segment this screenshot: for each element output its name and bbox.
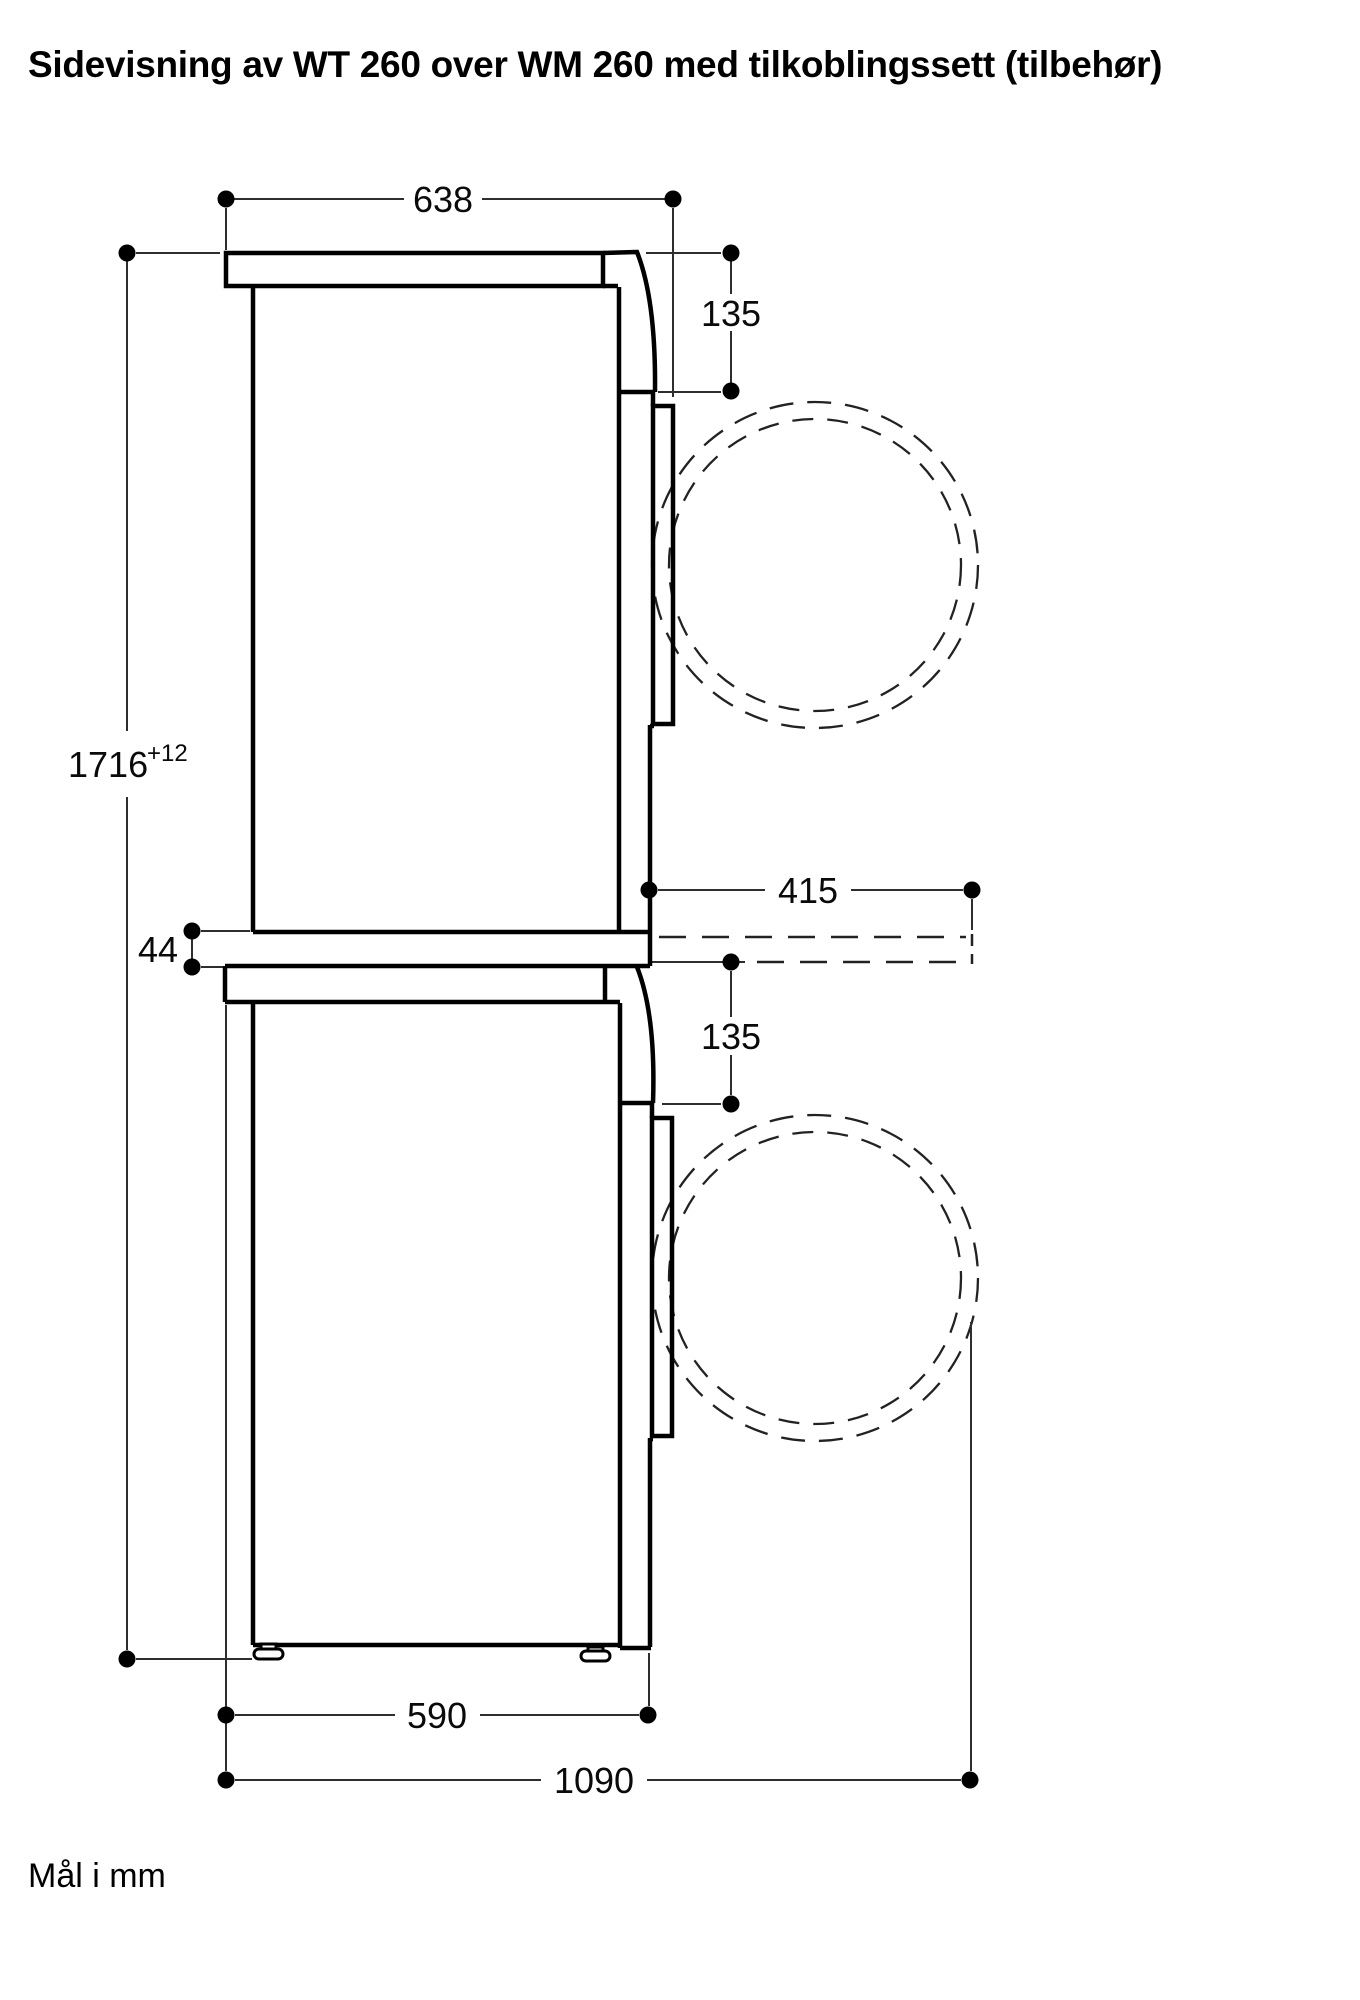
- dim-dot: [183, 922, 201, 940]
- dim-dot: [963, 881, 981, 899]
- dim-dot: [118, 1650, 136, 1668]
- swing-outer-circle: [650, 1113, 980, 1443]
- dim-dot: [722, 382, 740, 400]
- dim-label-135-top: 135: [701, 293, 761, 334]
- dim-dot: [183, 958, 201, 976]
- dim-dot: [722, 953, 740, 971]
- connection-kit-shelf: [650, 934, 974, 964]
- dryer-door: [650, 403, 676, 727]
- dryer-outline: [223, 249, 676, 935]
- dimension-638: 638: [217, 179, 682, 397]
- dim-label-1716: 1716: [68, 744, 148, 785]
- dim-dot: [961, 1771, 979, 1789]
- dim-dot: [217, 1771, 235, 1789]
- foot-base: [252, 1647, 285, 1661]
- swing-inner-circle: [667, 1130, 963, 1426]
- dryer-top-panel: [223, 250, 606, 289]
- dim-dot: [639, 1706, 657, 1724]
- dim-label-135-bottom: 135: [701, 1016, 761, 1057]
- dimension-415: 415: [640, 870, 981, 930]
- washer-foot-left: [252, 1642, 285, 1661]
- dim-dot: [217, 1706, 235, 1724]
- swing-inner-circle: [667, 417, 963, 713]
- washer-lower-fascia: [647, 1436, 653, 1647]
- dim-dot: [722, 244, 740, 262]
- dim-label-1716-tolerance: +12: [147, 740, 188, 767]
- dimension-135-dryer: 135: [646, 244, 761, 400]
- dimension-44: 44: [138, 922, 250, 976]
- units-note: Mål i mm: [28, 1857, 166, 1895]
- dim-extension-lines: [646, 252, 721, 393]
- dim-extension-lines: [201, 930, 250, 968]
- dim-dot: [217, 190, 235, 208]
- dim-dot: [640, 881, 658, 899]
- page-title: Sidevisning av WT 260 over WM 260 med ti…: [28, 44, 1163, 85]
- dim-label-1090: 1090: [554, 1760, 634, 1801]
- foot-base: [579, 1649, 612, 1663]
- dimension-1090: 1090: [217, 1322, 979, 1801]
- dim-label-590: 590: [407, 1695, 467, 1736]
- dryer-front-curve: [602, 249, 658, 393]
- dimension-590: 590: [217, 1005, 657, 1771]
- dryer-lower-fascia: [647, 723, 654, 932]
- dim-label-638: 638: [413, 179, 473, 220]
- dim-label-415: 415: [778, 870, 838, 911]
- dim-dot: [664, 190, 682, 208]
- door-swing-circle-washer: [650, 1113, 980, 1443]
- door-swing-circle-dryer: [650, 400, 980, 730]
- dim-extension-lines: [136, 252, 252, 1660]
- washer-outline: [222, 966, 675, 1663]
- swing-outer-circle: [650, 400, 980, 730]
- washer-foot-right: [579, 1645, 612, 1663]
- washer-front-curve: [634, 966, 656, 1104]
- dim-dot: [722, 1095, 740, 1113]
- stacking-kit: [225, 932, 653, 969]
- dimension-135-washer: 135: [662, 953, 761, 1113]
- washer-door: [649, 1115, 675, 1439]
- dim-extension-lines: [225, 208, 674, 397]
- dimension-1716: 1716 +12: [68, 244, 252, 1668]
- dim-label-44: 44: [138, 929, 178, 970]
- dim-dot: [118, 244, 136, 262]
